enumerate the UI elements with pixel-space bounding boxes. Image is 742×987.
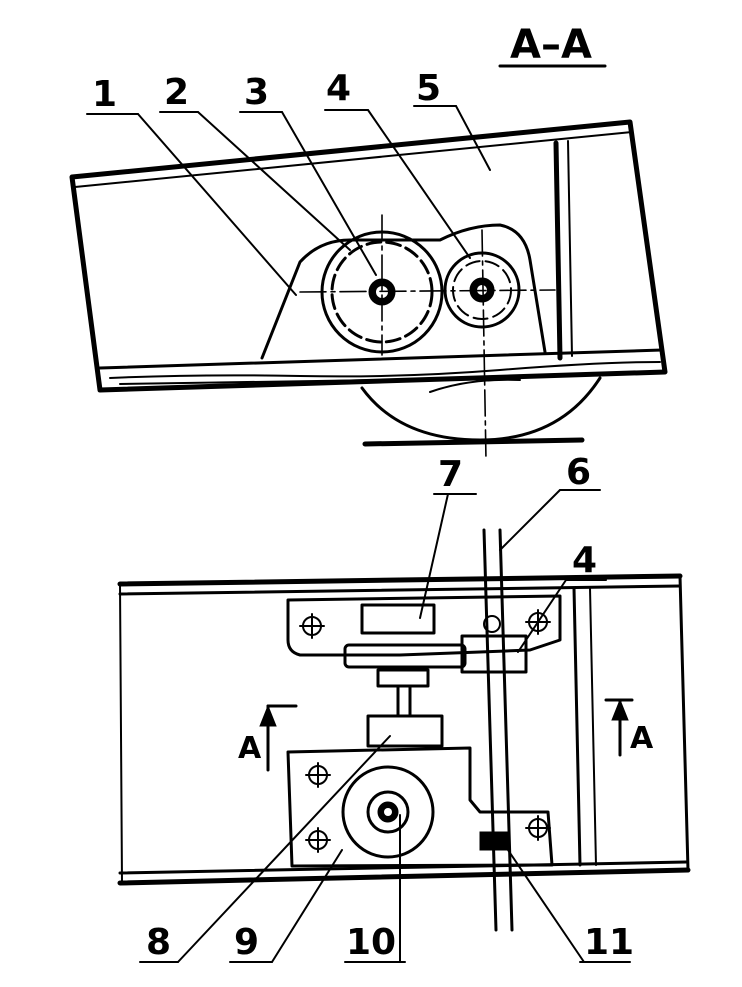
callout-2: 2	[164, 72, 189, 113]
bottom-rail	[117, 867, 691, 886]
callout-11: 11	[584, 922, 634, 963]
drive-wheel	[360, 376, 602, 442]
callout-10: 10	[346, 922, 396, 963]
motor-base-9	[286, 746, 554, 868]
section-view	[69, 119, 668, 461]
callout-6: 6	[566, 452, 591, 493]
horizontal-shaft	[343, 643, 467, 669]
callout-1: 1	[92, 74, 117, 115]
gearbox-7	[360, 603, 436, 635]
motor-8	[366, 714, 444, 748]
callout-4-top: 4	[326, 68, 351, 109]
section-mark-left: A	[238, 731, 262, 766]
section-marker-left: A	[238, 704, 298, 772]
ground-line	[362, 437, 585, 447]
coupling-block	[460, 634, 528, 674]
callout-7: 7	[438, 454, 463, 495]
bearing-11	[479, 831, 511, 851]
wheel-10	[341, 765, 435, 859]
callout-8: 8	[146, 922, 171, 963]
callout-3: 3	[244, 72, 269, 113]
section-title: A–A	[510, 22, 592, 68]
upper-bracket	[286, 594, 562, 657]
plan-view	[117, 528, 691, 932]
top-rail	[117, 573, 683, 587]
vertical-shaft-6	[482, 528, 498, 932]
section-mark-right: A	[630, 721, 654, 756]
vertical-post	[553, 140, 563, 361]
frame-outline	[69, 119, 668, 393]
wooden-plank	[98, 348, 664, 370]
mounting-bracket	[260, 223, 547, 360]
callout-9: 9	[234, 922, 259, 963]
callout-4-plan: 4	[572, 540, 597, 581]
section-marker-right: A	[604, 698, 654, 757]
callout-5: 5	[416, 68, 441, 109]
leader-lines	[86, 105, 631, 963]
